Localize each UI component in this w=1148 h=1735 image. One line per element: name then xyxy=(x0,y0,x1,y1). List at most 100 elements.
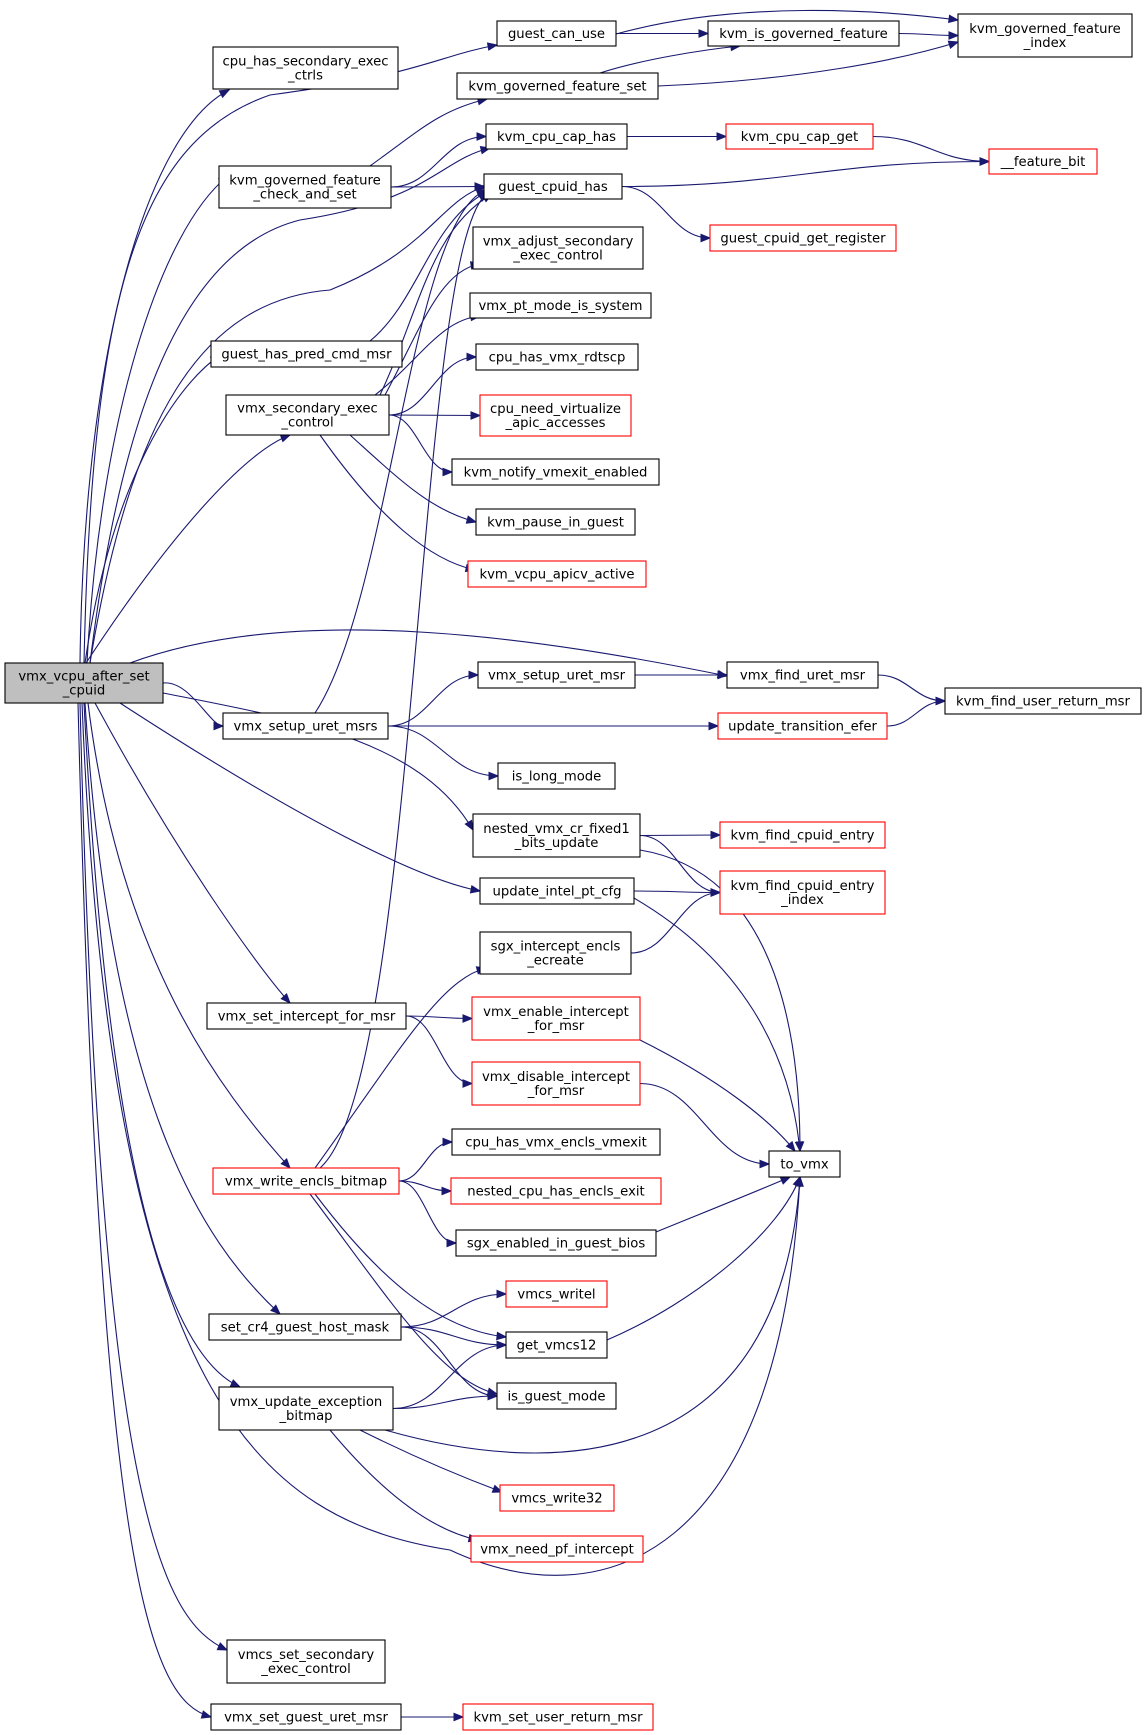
node-box[interactable] xyxy=(719,870,886,915)
node-box[interactable] xyxy=(505,1331,608,1359)
node-box[interactable] xyxy=(450,1177,662,1205)
node-box[interactable] xyxy=(475,343,639,371)
node-box[interactable] xyxy=(472,813,641,858)
node-kvm_gov_cas[interactable]: kvm_governed_feature_check_and_set xyxy=(218,165,392,209)
node-box[interactable] xyxy=(725,123,874,150)
node-box[interactable] xyxy=(210,340,403,368)
node-box[interactable] xyxy=(496,20,617,47)
node-box[interactable] xyxy=(485,123,628,150)
node-kvm_is_gov[interactable]: kvm_is_governed_feature xyxy=(707,20,900,47)
node-box[interactable] xyxy=(957,13,1133,58)
node-box[interactable] xyxy=(496,1382,617,1410)
node-box[interactable] xyxy=(469,292,652,319)
node-vmx_need_pf[interactable]: vmx_need_pf_intercept xyxy=(470,1535,644,1563)
node-guest_can_use[interactable]: guest_can_use xyxy=(496,20,617,47)
node-box[interactable] xyxy=(726,661,879,689)
node-vmx_dis_icpt[interactable]: vmx_disable_intercept_for_msr xyxy=(471,1061,641,1106)
node-box[interactable] xyxy=(467,560,647,588)
node-sgx_ecreate[interactable]: sgx_intercept_encls_ecreate xyxy=(479,931,632,975)
node-kvm_pause[interactable]: kvm_pause_in_guest xyxy=(475,508,636,536)
node-kvm_gov_set[interactable]: kvm_governed_feature_set xyxy=(456,72,659,100)
node-kvm_set_urm[interactable]: kvm_set_user_return_msr xyxy=(462,1703,654,1731)
node-kvm_cpu_cap_get[interactable]: kvm_cpu_cap_get xyxy=(725,123,874,150)
node-box[interactable] xyxy=(212,1167,400,1195)
node-box[interactable] xyxy=(455,1229,657,1257)
node-kvm_apicv[interactable]: kvm_vcpu_apicv_active xyxy=(467,560,647,588)
node-kvm_find_cpuid_idx[interactable]: kvm_find_cpuid_entry_index xyxy=(719,870,886,915)
node-box[interactable] xyxy=(483,173,623,200)
node-cpu_need_virt[interactable]: cpu_need_virtualize_apic_accesses xyxy=(479,394,632,437)
node-vmcs_write32[interactable]: vmcs_write32 xyxy=(499,1484,615,1512)
node-box[interactable] xyxy=(719,821,886,849)
node-vmx_adj_sec[interactable]: vmx_adjust_secondary_exec_control xyxy=(472,226,644,270)
node-box[interactable] xyxy=(475,508,636,536)
node-guest_pred_cmd[interactable]: guest_has_pred_cmd_msr xyxy=(210,340,403,368)
node-box[interactable] xyxy=(218,165,392,209)
node-box[interactable] xyxy=(206,1002,407,1030)
node-box[interactable] xyxy=(499,1484,615,1512)
node-box[interactable] xyxy=(479,394,632,437)
node-vmx_pt_mode[interactable]: vmx_pt_mode_is_system xyxy=(469,292,652,319)
node-box[interactable] xyxy=(479,877,635,905)
node-vmx_setup_uret_msrs[interactable]: vmx_setup_uret_msrs xyxy=(222,712,389,740)
node-box[interactable] xyxy=(497,762,616,790)
node-kvm_notify[interactable]: kvm_notify_vmexit_enabled xyxy=(451,458,660,486)
node-vmx_upd_exc[interactable]: vmx_update_exception_bitmap xyxy=(218,1386,394,1431)
node-box[interactable] xyxy=(505,1280,608,1308)
node-box[interactable] xyxy=(226,1639,386,1684)
node-box[interactable] xyxy=(462,1703,654,1731)
node-box[interactable] xyxy=(456,72,659,100)
node-sgx_bios[interactable]: sgx_enabled_in_guest_bios xyxy=(455,1229,657,1257)
node-nested_encls_exit[interactable]: nested_cpu_has_encls_exit xyxy=(450,1177,662,1205)
node-box[interactable] xyxy=(451,1128,661,1156)
node-kvm_find_urm[interactable]: kvm_find_user_return_msr xyxy=(944,687,1142,715)
node-box[interactable] xyxy=(709,224,897,252)
node-box[interactable] xyxy=(218,1386,394,1431)
node-root[interactable]: vmx_vcpu_after_set_cpuid xyxy=(4,662,164,704)
node-vmx_encls_bitmap[interactable]: vmx_write_encls_bitmap xyxy=(212,1167,400,1195)
node-vmx_set_guest_uret[interactable]: vmx_set_guest_uret_msr xyxy=(210,1703,402,1731)
node-box[interactable] xyxy=(210,1703,402,1731)
node-box[interactable] xyxy=(988,148,1098,175)
node-box[interactable] xyxy=(471,1061,641,1106)
node-box[interactable] xyxy=(944,687,1142,715)
node-box[interactable] xyxy=(471,996,641,1041)
node-box[interactable] xyxy=(225,394,390,436)
node-vmcs_writel[interactable]: vmcs_writel xyxy=(505,1280,608,1308)
node-box[interactable] xyxy=(208,1313,402,1341)
node-box[interactable] xyxy=(470,1535,644,1563)
node-nested_cr_fixed1[interactable]: nested_vmx_cr_fixed1_bits_update xyxy=(472,813,641,858)
node-box[interactable] xyxy=(768,1150,841,1178)
node-vmx_find_uret[interactable]: vmx_find_uret_msr xyxy=(726,661,879,689)
node-cpu_sec_exec[interactable]: cpu_has_secondary_exec_ctrls xyxy=(212,46,399,90)
node-to_vmx[interactable]: to_vmx xyxy=(768,1150,841,1178)
node-vmx_en_icpt[interactable]: vmx_enable_intercept_for_msr xyxy=(471,996,641,1041)
node-box[interactable] xyxy=(451,458,660,486)
node-box[interactable] xyxy=(212,46,399,90)
node-vmx_setup_uret_msr[interactable]: vmx_setup_uret_msr xyxy=(477,661,636,689)
node-cpu_rdtscp[interactable]: cpu_has_vmx_rdtscp xyxy=(475,343,639,371)
node-box[interactable] xyxy=(4,662,164,704)
node-update_pt_cfg[interactable]: update_intel_pt_cfg xyxy=(479,877,635,905)
node-vmcs_set_sec[interactable]: vmcs_set_secondary_exec_control xyxy=(226,1639,386,1684)
node-cpu_encls_vmexit[interactable]: cpu_has_vmx_encls_vmexit xyxy=(451,1128,661,1156)
node-kvm_find_cpuid[interactable]: kvm_find_cpuid_entry xyxy=(719,821,886,849)
node-get_vmcs12[interactable]: get_vmcs12 xyxy=(505,1331,608,1359)
node-guest_cpuid_has[interactable]: guest_cpuid_has xyxy=(483,173,623,200)
node-vmx_sec_exec[interactable]: vmx_secondary_exec_control xyxy=(225,394,390,436)
node-kvm_cpu_cap_has[interactable]: kvm_cpu_cap_has xyxy=(485,123,628,150)
node-guest_cpuid_reg[interactable]: guest_cpuid_get_register xyxy=(709,224,897,252)
node-vmx_set_icpt[interactable]: vmx_set_intercept_for_msr xyxy=(206,1002,407,1030)
node-set_cr4_mask[interactable]: set_cr4_guest_host_mask xyxy=(208,1313,402,1341)
node-is_guest_mode[interactable]: is_guest_mode xyxy=(496,1382,617,1410)
node-box[interactable] xyxy=(479,931,632,975)
node-is_long_mode[interactable]: is_long_mode xyxy=(497,762,616,790)
node-kvm_gov_idx[interactable]: kvm_governed_feature_index xyxy=(957,13,1133,58)
node-box[interactable] xyxy=(472,226,644,270)
node-box[interactable] xyxy=(707,20,900,47)
node-box[interactable] xyxy=(222,712,389,740)
node-update_trans_efer[interactable]: update_transition_efer xyxy=(717,712,888,740)
node-feature_bit[interactable]: __feature_bit xyxy=(988,148,1098,175)
node-box[interactable] xyxy=(477,661,636,689)
node-box[interactable] xyxy=(717,712,888,740)
